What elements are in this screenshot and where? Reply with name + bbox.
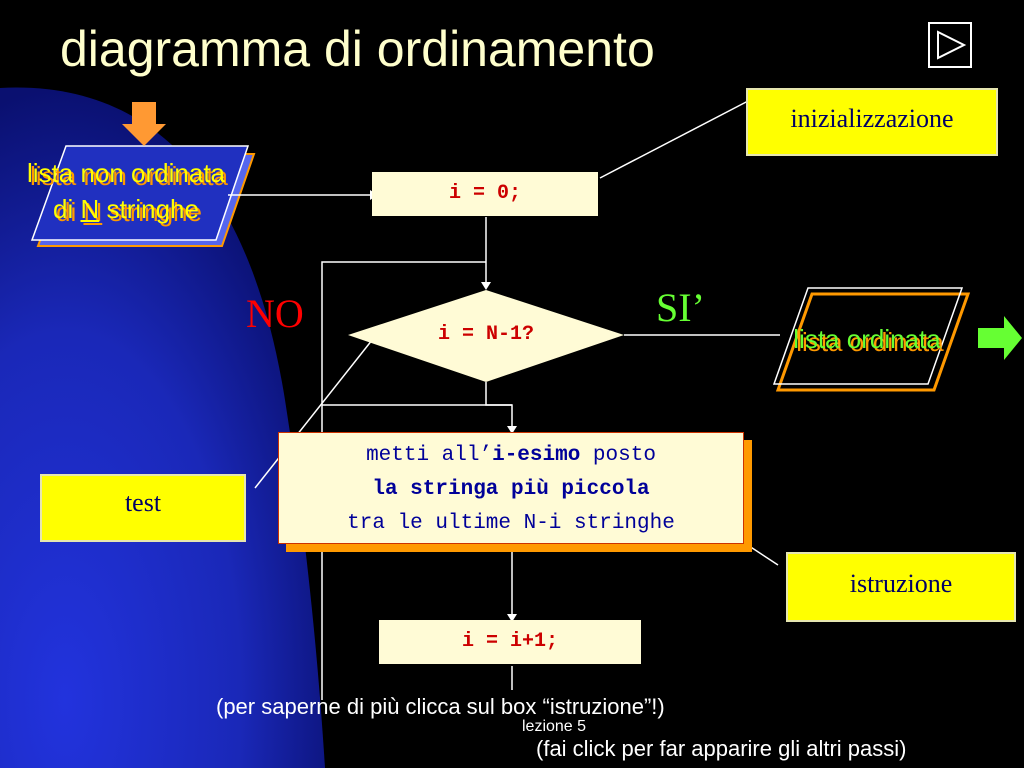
output-text: lista ordinata bbox=[793, 324, 941, 354]
orange-down-arrow-icon bbox=[122, 102, 166, 146]
play-triangle-icon bbox=[928, 22, 972, 68]
init-code-box: i = 0; bbox=[372, 172, 598, 216]
increment-code-box: i = i+1; bbox=[379, 620, 641, 664]
inizializzazione-box[interactable]: inizializzazione bbox=[746, 88, 998, 156]
output-text-shadow: lista ordinata bbox=[796, 327, 944, 357]
instruction-box[interactable]: metti all’i-esimo posto la stringa più p… bbox=[278, 432, 744, 544]
next-steps-note: (fai click per far apparire gli altri pa… bbox=[536, 736, 907, 761]
input-text: lista non ordinata di N stringhe bbox=[26, 158, 226, 224]
green-right-arrow-icon bbox=[978, 316, 1022, 360]
no-label: NO bbox=[246, 291, 304, 336]
blue-background-shape bbox=[0, 87, 325, 768]
output-parallelogram bbox=[772, 287, 964, 385]
input-text-shadow: lista non ordinata di N stringhe bbox=[29, 161, 229, 227]
condition-code: i = N-1? bbox=[437, 323, 534, 346]
si-label: SI’ bbox=[656, 285, 705, 330]
page-title: diagramma di ordinamento bbox=[60, 21, 655, 77]
test-box[interactable]: test bbox=[40, 474, 246, 542]
footer-lezione: lezione 5 bbox=[522, 718, 587, 735]
output-parallelogram-shadow bbox=[775, 292, 971, 392]
hint-note: (per saperne di più clicca sul box “istr… bbox=[216, 694, 665, 719]
input-parallelogram bbox=[30, 145, 250, 241]
play-button[interactable] bbox=[928, 22, 972, 68]
decision-diamond bbox=[348, 290, 624, 382]
istruzione-box[interactable]: istruzione bbox=[786, 552, 1016, 622]
